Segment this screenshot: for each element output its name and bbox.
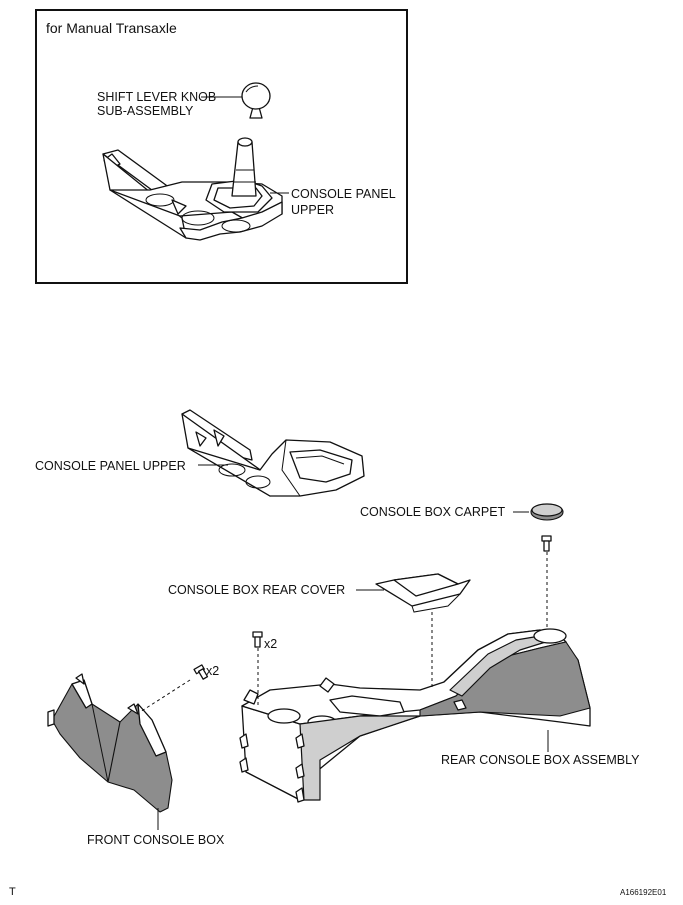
console-box-rear-cover [375,573,471,613]
label-screw-qty-front: x2 [206,664,220,678]
rear-console-box-assembly [239,628,591,803]
screw-carpet [541,535,552,552]
label-screw-qty-rear: x2 [264,637,278,651]
label-console-box-carpet: CONSOLE BOX CARPET [360,505,506,519]
footer-left-mark: T [9,886,16,898]
figure-id: A166192E01 [620,888,667,897]
label-console-panel-upper-inset-line2: UPPER [291,203,335,217]
inset-console-panel-upper [102,137,283,241]
label-rear-console-box-assembly: REAR CONSOLE BOX ASSEMBLY [441,753,640,767]
console-panel-upper [181,409,365,497]
inset-title: for Manual Transaxle [46,20,177,36]
label-front-console-box: FRONT CONSOLE BOX [87,833,225,847]
shift-lever-knob [241,82,271,119]
label-console-panel-upper-inset-line1: CONSOLE PANEL [291,187,396,201]
label-console-panel-upper: CONSOLE PANEL UPPER [35,459,186,473]
screw-front-x2 [193,664,209,680]
manual-transaxle-inset [35,9,408,284]
screw-rear-x2 [252,631,263,648]
label-console-box-rear-cover: CONSOLE BOX REAR COVER [168,583,346,597]
front-console-box [47,673,173,813]
front-screw-dash [139,679,191,713]
label-shift-lever-knob-line1: SHIFT LEVER KNOB [97,90,217,104]
console-box-carpet [530,503,564,521]
label-shift-lever-knob-line2: SUB-ASSEMBLY [97,104,194,118]
